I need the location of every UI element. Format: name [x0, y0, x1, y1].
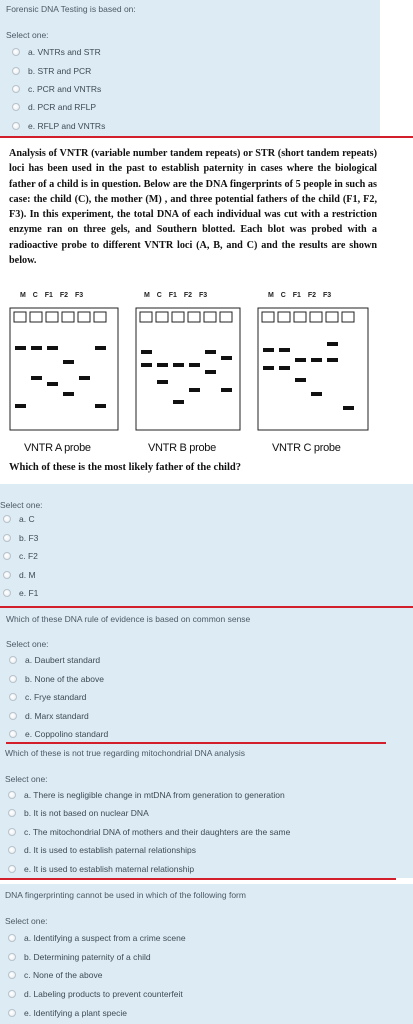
radio-button[interactable] — [8, 933, 16, 942]
radio-button[interactable] — [9, 655, 17, 664]
question-5-text: DNA fingerprinting cannot be used in whi… — [5, 890, 246, 900]
select-one-label: Select one: — [5, 916, 48, 926]
q2-option-e[interactable]: e. F1 — [3, 586, 38, 598]
q5-option-c[interactable]: c. None of the above — [8, 968, 102, 980]
q1-option-d[interactable]: d. PCR and RFLP — [12, 100, 96, 112]
q1-option-b[interactable]: b. STR and PCR — [12, 64, 91, 76]
question-5-panel: DNA fingerprinting cannot be used in whi… — [0, 884, 413, 1024]
q5-option-a[interactable]: a. Identifying a suspect from a crime sc… — [8, 931, 186, 943]
question-3-panel: Which of these DNA rule of evidence is b… — [0, 608, 413, 744]
q3-option-a[interactable]: a. Daubert standard — [9, 653, 100, 665]
radio-button[interactable] — [8, 952, 16, 961]
radio-button[interactable] — [3, 570, 11, 579]
q2-option-b[interactable]: b. F3 — [3, 531, 38, 543]
radio-button[interactable] — [8, 808, 16, 817]
q2-option-a[interactable]: a. C — [3, 512, 35, 524]
question-2-paragraph: Analysis of VNTR (variable number tandem… — [9, 148, 377, 267]
select-one-label: Select one: — [6, 30, 49, 40]
question-2-text: Which of these is the most likely father… — [9, 462, 241, 473]
q3-option-b[interactable]: b. None of the above — [9, 672, 104, 684]
radio-button[interactable] — [8, 845, 16, 854]
radio-button[interactable] — [9, 729, 17, 738]
divider-line — [0, 136, 413, 138]
q1-option-c[interactable]: c. PCR and VNTRs — [12, 82, 101, 94]
probe-b-label: VNTR B probe — [148, 442, 216, 454]
q2-option-d[interactable]: d. M — [3, 568, 36, 580]
question-3-text: Which of these DNA rule of evidence is b… — [6, 614, 251, 624]
radio-button[interactable] — [3, 533, 11, 542]
q4-option-e[interactable]: e. It is used to establish maternal rela… — [8, 862, 194, 874]
radio-button[interactable] — [8, 1008, 16, 1017]
gel-c-lane-labels: M C F1 F2 F3 — [268, 292, 332, 299]
q1-option-e[interactable]: e. RFLP and VNTRs — [12, 119, 105, 131]
radio-button[interactable] — [3, 551, 11, 560]
question-2-options-panel: Select one: a. C b. F3 c. F2 d. M e. F1 — [0, 484, 413, 606]
radio-button[interactable] — [8, 790, 16, 799]
radio-button[interactable] — [9, 692, 17, 701]
radio-button[interactable] — [8, 989, 16, 998]
q2-option-c[interactable]: c. F2 — [3, 549, 38, 561]
q4-option-c[interactable]: c. The mitochondrial DNA of mothers and … — [8, 825, 290, 837]
q5-option-d[interactable]: d. Labeling products to prevent counterf… — [8, 987, 183, 999]
question-1-panel: Forensic DNA Testing is based on: Select… — [0, 0, 380, 136]
q3-option-e[interactable]: e. Coppolino standard — [9, 727, 108, 739]
radio-button[interactable] — [12, 66, 20, 75]
select-one-label: Select one: — [0, 500, 43, 510]
divider-line — [6, 742, 386, 744]
q1-option-a[interactable]: a. VNTRs and STR — [12, 45, 101, 57]
q3-option-d[interactable]: d. Marx standard — [9, 709, 89, 721]
question-4-text: Which of these is not true regarding mit… — [5, 748, 246, 758]
radio-button[interactable] — [9, 711, 17, 720]
radio-button[interactable] — [8, 970, 16, 979]
radio-button[interactable] — [3, 514, 11, 523]
radio-button[interactable] — [9, 674, 17, 683]
gel-b-lane-labels: M C F1 F2 F3 — [144, 292, 208, 299]
q5-option-b[interactable]: b. Determining paternity of a child — [8, 950, 151, 962]
radio-button[interactable] — [8, 864, 16, 873]
question-1-text: Forensic DNA Testing is based on: — [6, 4, 136, 14]
gel-a-lane-labels: M C F1 F2 F3 — [20, 292, 84, 299]
gel-blots-figure — [9, 307, 369, 431]
question-4-panel: Which of these is not true regarding mit… — [0, 744, 413, 878]
divider-line — [0, 878, 396, 880]
divider-line — [0, 606, 413, 608]
radio-button[interactable] — [12, 102, 20, 111]
select-one-label: Select one: — [6, 639, 49, 649]
select-one-label: Select one: — [5, 774, 48, 784]
radio-button[interactable] — [12, 121, 20, 130]
q5-option-e[interactable]: e. Identifying a plant specie — [8, 1006, 127, 1018]
radio-button[interactable] — [12, 84, 20, 93]
probe-c-label: VNTR C probe — [272, 442, 341, 454]
q4-option-d[interactable]: d. It is used to establish paternal rela… — [8, 843, 196, 855]
gel-c — [257, 307, 369, 431]
gel-a — [9, 307, 119, 431]
probe-a-label: VNTR A probe — [24, 442, 91, 454]
q3-option-c[interactable]: c. Frye standard — [9, 690, 86, 702]
radio-button[interactable] — [12, 47, 20, 56]
q4-option-a[interactable]: a. There is negligible change in mtDNA f… — [8, 788, 285, 800]
gel-b — [135, 307, 241, 431]
radio-button[interactable] — [3, 588, 11, 597]
q4-option-b[interactable]: b. It is not based on nuclear DNA — [8, 806, 149, 818]
radio-button[interactable] — [8, 827, 16, 836]
